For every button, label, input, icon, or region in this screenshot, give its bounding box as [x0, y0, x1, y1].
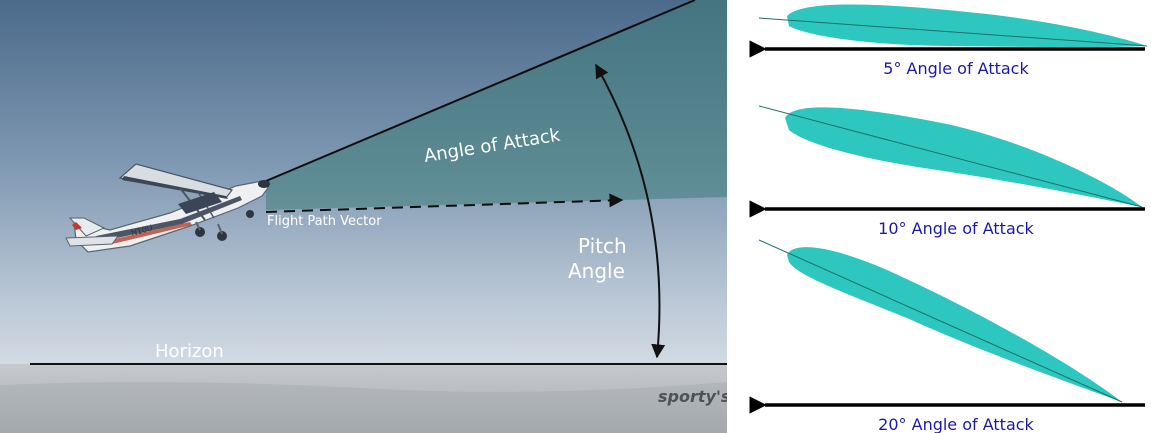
flight-path-vector-label: Flight Path Vector	[267, 214, 382, 229]
flight-path-vector-line	[265, 193, 624, 213]
wing-panel-20deg: 20° Angle of Attack	[749, 239, 1145, 433]
ground-texture	[0, 382, 727, 433]
ground	[0, 364, 727, 433]
chord-line-10deg	[758, 105, 1143, 208]
chord-line	[265, 0, 696, 182]
wing-panel-5deg: 5° Angle of Attack	[749, 4, 1148, 78]
airfoil-20deg	[787, 247, 1122, 402]
wing-label-10deg: 10° Angle of Attack	[878, 219, 1034, 238]
pitch-angle-arc	[595, 63, 666, 359]
airfoil-5deg	[787, 4, 1147, 48]
chord-line-20deg	[758, 239, 1123, 403]
wing-diagrams-panel: 5° Angle of Attack 10° Angle of Attack 2…	[727, 0, 1151, 433]
wing-label-20deg: 20° Angle of Attack	[878, 415, 1034, 433]
airplane: N10U	[65, 163, 270, 253]
angle-label: Angle	[568, 259, 625, 283]
horizon-label: Horizon	[155, 341, 224, 362]
sportys-watermark: sporty's	[658, 387, 727, 406]
wing-label-5deg: 5° Angle of Attack	[883, 59, 1029, 78]
flight-scene: N10U Angle of Attack Flight Path Vector …	[0, 0, 727, 433]
wing-panel-10deg: 10° Angle of Attack	[749, 105, 1145, 238]
flight-scene-panel: N10U Angle of Attack Flight Path Vector …	[0, 0, 727, 433]
wing-diagrams: 5° Angle of Attack 10° Angle of Attack 2…	[749, 4, 1148, 433]
pitch-label: Pitch	[578, 234, 627, 258]
airfoil-10deg	[785, 107, 1142, 207]
chord-line-5deg	[758, 17, 1148, 47]
